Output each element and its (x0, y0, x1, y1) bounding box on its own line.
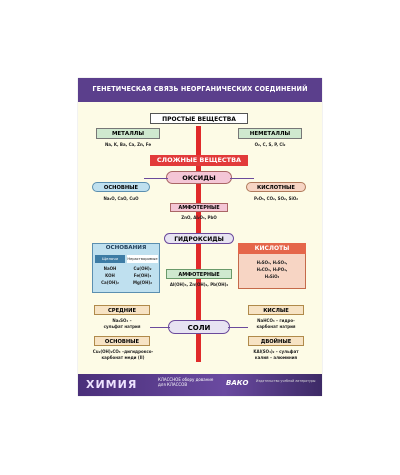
bases-insoluble-formula-1: Cu(OH)₂ (133, 266, 152, 271)
main-arrow-spine (196, 126, 201, 362)
hydroxides-header: ГИДРОКСИДЫ (164, 233, 234, 244)
basic-salts-formula: Cu₂(OH)₂CO₃ –дигидроксо- (92, 349, 154, 354)
acids-header: КИСЛОТЫ (238, 243, 306, 254)
bases-soluble-formula-3: Ca(OH)₂ (101, 280, 119, 285)
acidic-salts-desc: карбонат натрия (256, 324, 296, 329)
acids-formula-3: H₂SiO₃ (264, 274, 280, 279)
amphoteric-oxides-header: АМФОТЕРНЫЕ (170, 203, 228, 212)
middle-salts-desc: сульфат натрия (103, 324, 141, 329)
nonmetals-formula: O₂, C, S, P, Cl₂ (254, 142, 286, 147)
amphoteric-hydroxides-header: АМФОТЕРНЫЕ (166, 269, 232, 279)
acidic-salts-header: КИСЛЫЕ (248, 305, 304, 315)
publisher-name: Издательство учебной литературы (256, 379, 316, 383)
metals-header: МЕТАЛЛЫ (96, 128, 160, 139)
bases-soluble-formula-1: NaOH (103, 266, 117, 271)
footer-tagline-1: КЛАССНОЕ обору дование (158, 377, 214, 382)
poster-footer: ХИМИЯ КЛАССНОЕ обору дование для КЛАССОВ… (78, 374, 322, 396)
title-banner: ГЕНЕТИЧЕСКАЯ СВЯЗЬ НЕОРГАНИЧЕСКИХ СОЕДИН… (78, 78, 322, 102)
middle-salts-header: СРЕДНИЕ (94, 305, 150, 315)
publisher-logo: ВАКО (226, 379, 249, 387)
poster-title: ГЕНЕТИЧЕСКАЯ СВЯЗЬ НЕОРГАНИЧЕСКИХ СОЕДИН… (92, 84, 308, 93)
basic-oxides-formula: Na₂O, CaO, CuO (103, 196, 139, 201)
acidic-oxides-header: КИСЛОТНЫЕ (246, 182, 306, 192)
basic-salts-desc: карбонат меди (II) (101, 355, 145, 360)
bases-insoluble-formula-2: Fe(OH)₃ (133, 273, 152, 278)
acidic-oxides-formula: P₂O₅, CO₂, SO₂, SiO₂ (253, 196, 299, 201)
bases-header: ОСНОВАНИЯ (105, 245, 147, 251)
acids-formula-2: H₂CO₃, H₃PO₄, (256, 267, 288, 272)
bases-block (92, 243, 160, 293)
double-salts-formula: KAl(SO₄)₂ – сульфат (253, 349, 299, 354)
footer-subject: ХИМИЯ (86, 378, 138, 391)
metals-formula: Na, K, Ba, Ca, Zn, Fe (104, 142, 152, 147)
acids-formula-1: H₂SO₄, H₂SO₃, (256, 260, 288, 265)
footer-tagline-2: для КЛАССОВ (158, 382, 188, 387)
amphoteric-hydroxides-formula: Al(OH)₃, Zn(OH)₂, Pb(OH)₂ (169, 282, 229, 287)
bases-insoluble-formula-3: Mg(OH)₂ (133, 280, 152, 285)
bases-insoluble-label: Нерастворимые (127, 255, 158, 263)
oxides-connector-right (230, 178, 254, 179)
oxides-header: ОКСИДЫ (166, 171, 232, 184)
oxides-connector-left (144, 178, 168, 179)
basic-oxides-header: ОСНОВНЫЕ (92, 182, 150, 192)
salts-connector-left (150, 327, 170, 328)
double-salts-desc: калия – алюминия (254, 355, 298, 360)
bases-soluble-label: Щелочи (95, 255, 125, 263)
footer-tagline: КЛАССНОЕ обору дование для КЛАССОВ (158, 377, 213, 387)
salts-header: СОЛИ (168, 320, 230, 334)
salts-connector-right (228, 327, 248, 328)
simple-substances-header: ПРОСТЫЕ ВЕЩЕСТВА (150, 113, 248, 124)
double-salts-header: ДВОЙНЫЕ (248, 336, 304, 346)
nonmetals-header: НЕМЕТАЛЛЫ (238, 128, 302, 139)
bases-soluble-formula-2: KOH (105, 273, 115, 278)
poster: ГЕНЕТИЧЕСКАЯ СВЯЗЬ НЕОРГАНИЧЕСКИХ СОЕДИН… (78, 78, 322, 396)
basic-salts-header: ОСНОВНЫЕ (94, 336, 150, 346)
amphoteric-oxides-formula: ZnO, Al₂O₃, PbO (181, 215, 217, 220)
middle-salts-formula: Na₂SO₄ – (112, 318, 132, 323)
complex-substances-header: СЛОЖНЫЕ ВЕЩЕСТВА (150, 155, 248, 166)
acidic-salts-formula: NaHCO₃ – гидро- (257, 318, 295, 323)
